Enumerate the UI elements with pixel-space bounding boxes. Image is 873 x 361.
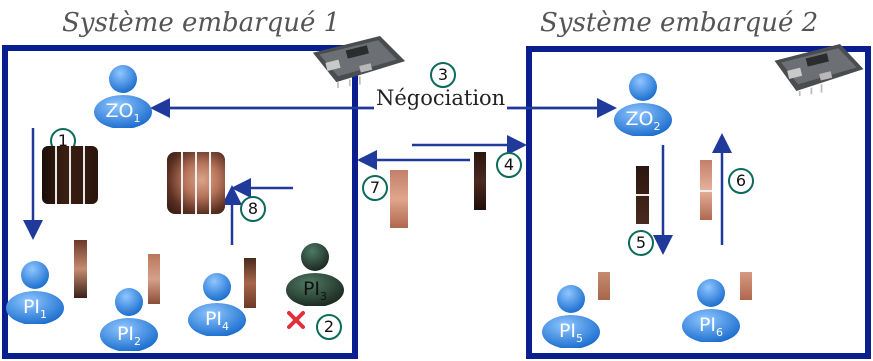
person-icon	[188, 273, 246, 336]
step-5-marker: 5	[628, 230, 654, 256]
step-4-marker: 4	[496, 152, 522, 178]
step-8-marker: 8	[240, 196, 266, 222]
slices-processed-5-6	[700, 160, 712, 220]
step-2-marker: 2	[316, 314, 342, 340]
slice-pi6	[740, 272, 752, 300]
agent-pi2-label: PI	[116, 323, 135, 345]
agent-zo2-sub: 2	[653, 119, 661, 133]
agent-pi4: PI4	[186, 270, 248, 336]
slice-pi1	[74, 240, 87, 298]
agent-pi3-sub: 3	[320, 289, 328, 303]
step-3-marker: 3	[430, 62, 456, 88]
system-1-frame	[2, 45, 358, 359]
system-2-title: Système embarqué 2	[540, 8, 819, 38]
slice-pi4	[244, 258, 256, 308]
image-slices-stack	[42, 146, 98, 204]
agent-pi3-label: PI	[302, 278, 321, 300]
system-1-title: Système embarqué 1	[62, 8, 341, 38]
person-icon	[6, 261, 64, 324]
agent-pi6-sub: 6	[716, 325, 724, 339]
person-icon	[542, 285, 600, 348]
agent-pi6: PI6	[680, 276, 742, 342]
step-6-marker: 6	[728, 168, 754, 194]
slice-sent	[474, 152, 486, 210]
agent-pi4-sub: 4	[222, 319, 230, 333]
system-2-frame	[526, 46, 871, 359]
slice-pi2	[148, 254, 160, 304]
negotiation-label: Négociation	[374, 86, 508, 110]
agent-zo2: ZO2	[612, 70, 674, 136]
person-icon	[614, 73, 672, 136]
reconstructed-image	[167, 152, 225, 214]
agent-pi1-label: PI	[22, 296, 41, 318]
agent-pi1: PI1	[4, 258, 66, 324]
person-icon	[100, 288, 158, 351]
circuit-board-1-image	[312, 36, 406, 88]
agent-pi3-failed: PI3	[284, 240, 346, 306]
step-7-marker: 7	[362, 175, 388, 201]
slices-split-5-6	[636, 166, 649, 224]
agent-pi1-sub: 1	[40, 307, 48, 321]
agent-pi5-sub: 5	[576, 331, 584, 345]
person-icon	[94, 65, 152, 128]
agent-pi5: PI5	[540, 282, 602, 348]
agent-pi2-sub: 2	[134, 334, 142, 348]
slice-returned	[390, 170, 408, 228]
agent-zo2-label: ZO	[625, 108, 654, 130]
person-icon	[682, 279, 740, 342]
failure-cross-icon	[287, 311, 305, 329]
person-icon	[286, 243, 344, 306]
agent-pi5-label: PI	[558, 320, 577, 342]
agent-pi2: PI2	[98, 285, 160, 351]
agent-zo1-sub: 1	[133, 111, 141, 125]
agent-pi4-label: PI	[204, 308, 223, 330]
agent-pi6-label: PI	[698, 314, 717, 336]
circuit-board-2-image	[774, 44, 864, 96]
slice-pi5	[598, 272, 610, 300]
agent-zo1-label: ZO	[105, 100, 134, 122]
agent-zo1: ZO1	[92, 62, 154, 128]
